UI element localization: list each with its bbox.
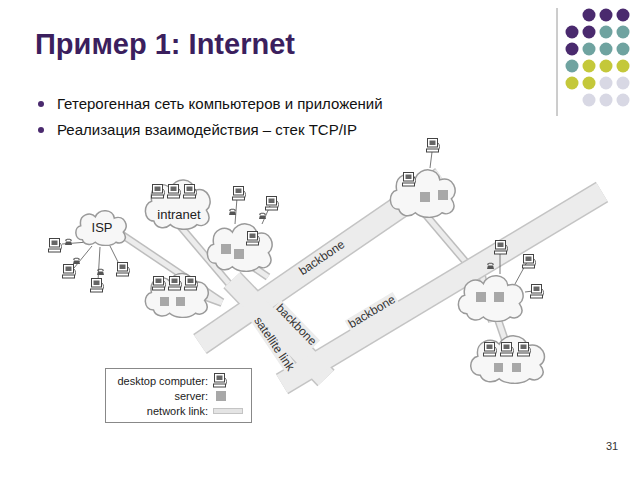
legend-text: network link:	[112, 405, 213, 417]
legend-text: desktop computer:	[112, 375, 213, 387]
network-clouds	[145, 170, 544, 384]
legend-row: server:	[112, 388, 243, 403]
network-cloud: ISP	[74, 208, 130, 246]
computer-icon	[213, 373, 227, 389]
legend-row: desktop computer:	[112, 373, 243, 388]
bullet-text: Реализация взаимодействия – стек TCP/IP	[57, 121, 357, 138]
legend-row: network link:	[112, 403, 243, 418]
network-cloud: intranet	[143, 176, 215, 230]
dialup-hosts	[49, 139, 544, 299]
legend-text: server:	[112, 390, 213, 402]
page-number: 31	[606, 440, 618, 452]
cloud-label: intranet	[143, 207, 215, 222]
legend-sample	[213, 373, 243, 388]
legend-sample	[213, 403, 243, 418]
legend-sample	[213, 388, 243, 403]
bullet-text: Гетерогенная сеть компьютеров и приложен…	[57, 95, 383, 112]
link-sample	[213, 408, 243, 414]
server-swatch	[216, 391, 226, 401]
cloud-label: ISP	[74, 220, 130, 235]
legend-box: desktop computer: server: network link:	[105, 368, 252, 423]
slide-title: Пример 1: Internet	[35, 28, 295, 61]
dot-grid	[557, 8, 630, 116]
